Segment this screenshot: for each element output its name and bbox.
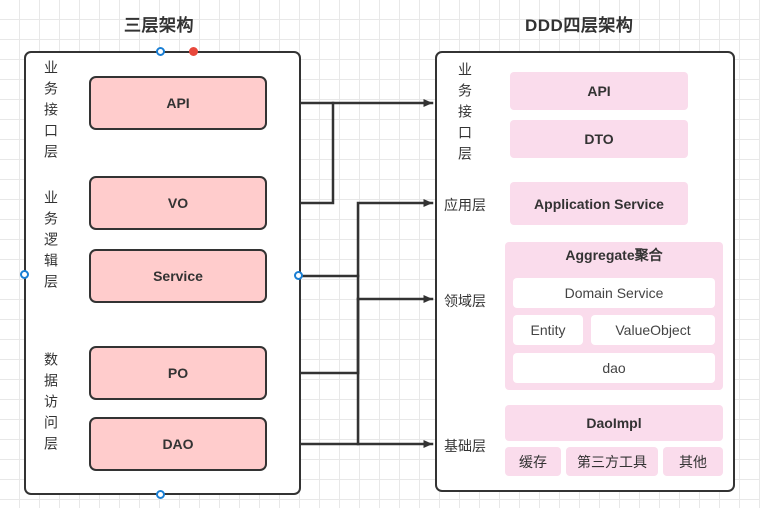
right-box-api[interactable]: API [510, 72, 688, 110]
right-box-dto[interactable]: DTO [510, 120, 688, 158]
infra-box-other[interactable]: 其他 [663, 447, 723, 476]
left-layer-label-business: 业务逻辑层 [43, 189, 59, 295]
left-layer-label-interface: 业务接口层 [43, 59, 59, 165]
selection-handle-bottom[interactable] [156, 490, 165, 499]
left-box-po[interactable]: PO [89, 346, 267, 400]
infra-box-daoimpl[interactable]: DaoImpl [505, 405, 723, 441]
left-box-api[interactable]: API [89, 76, 267, 130]
left-layer-label-data: 数据访问层 [43, 351, 59, 457]
domain-box-domain-service[interactable]: Domain Service [513, 278, 715, 308]
left-box-dao[interactable]: DAO [89, 417, 267, 471]
right-diagram-title: DDD四层架构 [525, 16, 634, 35]
left-box-service[interactable]: Service [89, 249, 267, 303]
infra-box-third-party-tools[interactable]: 第三方工具 [566, 447, 658, 476]
right-layer-label-interface: 业务接口层 [457, 61, 473, 167]
domain-box-dao[interactable]: dao [513, 353, 715, 383]
right-box-application-service[interactable]: Application Service [510, 182, 688, 225]
right-layer-label-infrastructure: 基础层 [444, 438, 486, 454]
domain-box-entity[interactable]: Entity [513, 315, 583, 345]
connection-point-red[interactable] [189, 47, 198, 56]
aggregate-title: Aggregate聚合 [565, 247, 663, 263]
left-diagram-title: 三层架构 [124, 16, 194, 35]
right-layer-label-application: 应用层 [444, 197, 486, 213]
right-layer-label-domain: 领域层 [444, 293, 486, 309]
selection-handle-service-right[interactable] [294, 271, 303, 280]
infra-box-cache[interactable]: 缓存 [505, 447, 561, 476]
selection-handle-left[interactable] [20, 270, 29, 279]
connector-service-to-application [265, 199, 434, 278]
left-box-vo[interactable]: VO [89, 176, 267, 230]
selection-handle-top[interactable] [156, 47, 165, 56]
domain-box-valueobject[interactable]: ValueObject [591, 315, 715, 345]
